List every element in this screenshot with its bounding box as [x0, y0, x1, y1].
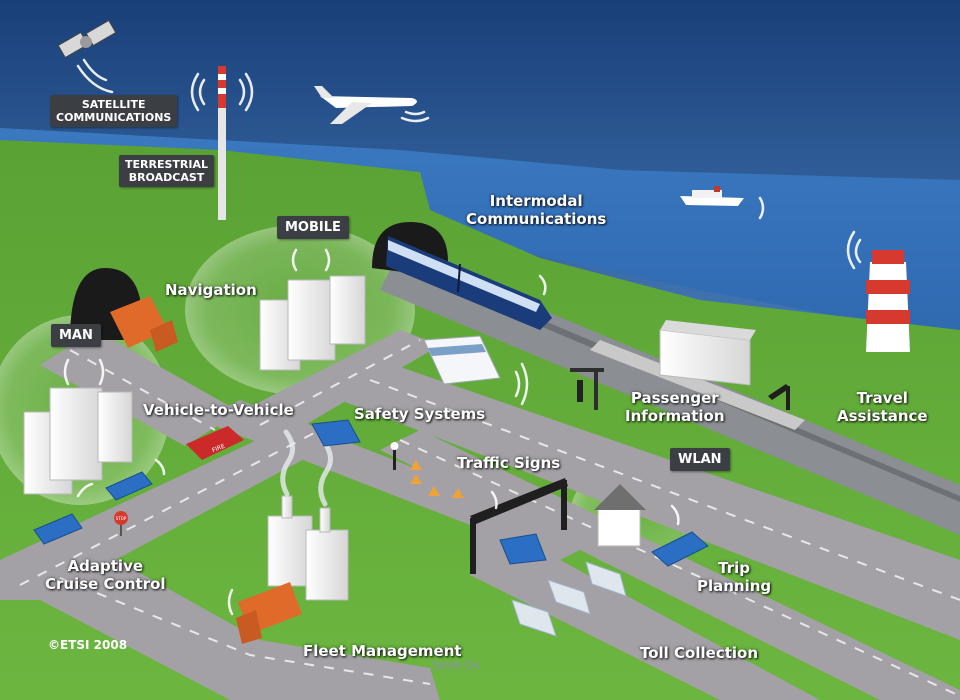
- office-buildings: [23, 275, 366, 495]
- toll-gantry: [470, 478, 568, 574]
- label-safety-systems: Safety Systems: [354, 405, 486, 423]
- bus: [423, 335, 501, 385]
- station-building: [659, 320, 756, 386]
- signal-waves: [63, 58, 862, 616]
- stop-sign: STOP: [114, 511, 128, 536]
- smoke: [280, 429, 333, 507]
- badge-satellite-communications: SATELLITE COMMUNICATIONS: [50, 95, 178, 127]
- broadcast-tower: [218, 66, 226, 220]
- badge-wlan: WLAN: [670, 448, 730, 471]
- label-vehicle-to-vehicle: Vehicle-to-Vehicle: [143, 401, 294, 419]
- label-travel-assistance: Travel Assistance: [837, 389, 928, 425]
- label-intermodal-communications: Intermodal Communications: [466, 192, 607, 228]
- label-adaptive-cruise-control: Adaptive Cruise Control: [45, 557, 166, 593]
- svg-text:STOP: STOP: [116, 516, 127, 521]
- ship: [680, 186, 744, 206]
- label-traffic-signs: Traffic Signs: [457, 454, 561, 472]
- rail-platform: [590, 340, 805, 430]
- train: [386, 236, 552, 330]
- label-fleet-management: Fleet Management: [303, 642, 462, 660]
- factory: [267, 495, 349, 601]
- badge-mobile: MOBILE: [277, 216, 349, 239]
- car-fire-engine: [186, 426, 244, 460]
- rail-signal: [768, 384, 790, 410]
- toll-pads: [511, 561, 627, 637]
- label-trip-planning: Trip Planning: [697, 559, 772, 595]
- satellite: [57, 19, 117, 59]
- label-passenger-information: Passenger Information: [625, 389, 725, 425]
- copyright: ©ETSI 2008: [48, 638, 128, 652]
- blue-cars: [33, 419, 709, 567]
- truck-fleet: [236, 582, 302, 644]
- author-watermark: Jacek Os: [430, 658, 481, 672]
- lamp-post: [390, 442, 399, 470]
- label-toll-collection: Toll Collection: [640, 644, 759, 662]
- lane-markings: [19, 339, 960, 697]
- traffic-cones: [410, 460, 464, 498]
- label-navigation: Navigation: [165, 281, 257, 299]
- bus-shelter: [570, 368, 604, 410]
- airplane: [314, 86, 417, 124]
- truck-navigation: [110, 296, 178, 352]
- lighthouse: [866, 250, 910, 352]
- badge-terrestrial-broadcast: TERRESTRIAL BROADCAST: [119, 155, 214, 187]
- house: [594, 484, 646, 547]
- badge-man: MAN: [51, 324, 101, 347]
